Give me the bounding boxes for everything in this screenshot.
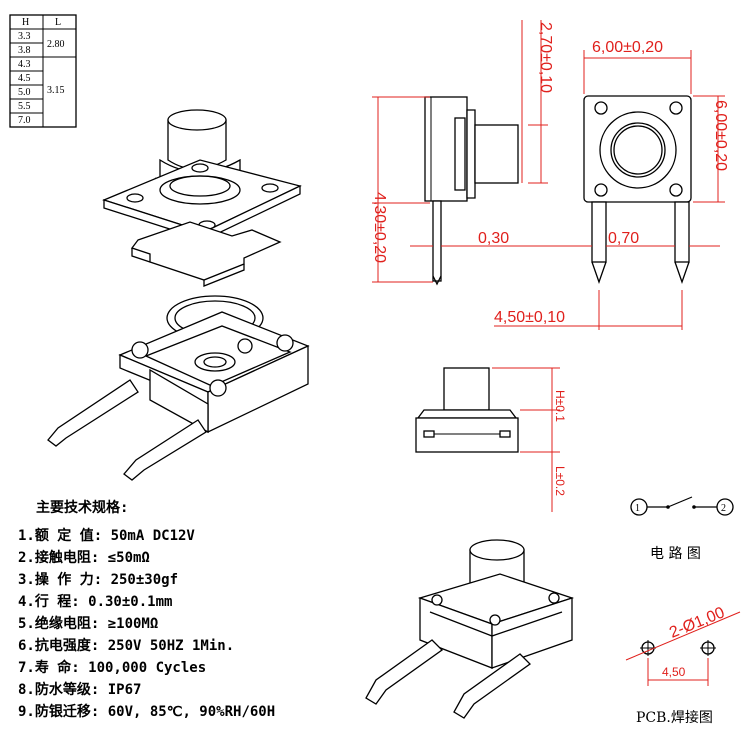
dim-h-tol: H±0.1 [553,390,567,422]
table-cell-h: 4.5 [18,73,31,84]
dim-pin-width: 0,70 [608,230,639,247]
dim-pcb-pitch: 4,50 [662,665,686,679]
table-cell-h: 4.3 [18,59,31,70]
table-header-l: L [55,17,61,28]
dim-cap-height: 2,70±0,10 [537,22,554,93]
spec-item: 9.防银迁移: 60V, 85℃, 90%RH/60H [18,703,275,720]
table-header-h: H [22,17,29,28]
circuit-pin-2: 2 [721,503,726,514]
spec-item: 8.防水等级: IP67 [18,681,141,698]
dim-body-height: 4,30±0,20 [371,192,388,263]
table-cell-l: 2.80 [47,39,65,50]
spec-item: 2.接触电阻: ≤50mΩ [18,549,150,566]
top-view: 6,00±0,20 6,00±0,20 0,70 4,50±0,10 [494,39,729,330]
dim-pin-thickness: 0,30 [478,230,509,247]
table-cell-h: 3.3 [18,31,31,42]
spec-item: 7.寿 命: 100,000 Cycles [18,659,206,676]
pcb-caption: PCB.焊接图 [636,709,713,726]
dim-hole-dia: 2-Ø1,00 [667,604,727,641]
hl-side-view: H±0.1 L±0.2 [415,367,567,512]
spec-item: 1.额 定 值: 50mA DC12V [18,527,195,544]
assembled-view [365,539,575,719]
dim-l-tol: L±0.2 [553,466,567,496]
dim-side-width: 6,00±0,20 [712,100,729,171]
spec-item: 3.操 作 力: 250±30gf [18,571,178,588]
side-view: 4,30±0,20 2,70±0,10 0,30 [371,20,560,286]
spec-item: 6.抗电强度: 250V 50HZ 1Min. [18,637,234,654]
spec-item: 5.绝缘电阻: ≥100MΩ [18,615,158,632]
circuit-caption: 电 路 图 [650,546,701,562]
dim-top-width: 6,00±0,20 [592,39,663,56]
pcb-layout: 2-Ø1,00 4,50 PCB.焊接图 [625,604,741,726]
circuit-diagram: 1 2 电 路 图 [630,496,734,562]
table-cell-h: 3.8 [18,45,31,56]
exploded-view [47,109,310,481]
table-cell-h: 7.0 [18,115,31,126]
hl-table: H L 3.3 3.8 4.3 4.5 5.0 5.5 7.0 2.80 3.1… [9,14,77,128]
spec-item: 4.行 程: 0.30±0.1mm [18,593,172,610]
table-cell-h: 5.5 [18,101,31,112]
table-cell-l: 3.15 [47,85,65,96]
dim-pin-pitch: 4,50±0,10 [494,309,565,326]
spec-list: 主要技术规格: 1.额 定 值: 50mA DC12V 2.接触电阻: ≤50m… [18,499,275,720]
circuit-pin-1: 1 [635,503,640,514]
table-cell-h: 5.0 [18,87,31,98]
spec-title: 主要技术规格: [36,499,128,516]
